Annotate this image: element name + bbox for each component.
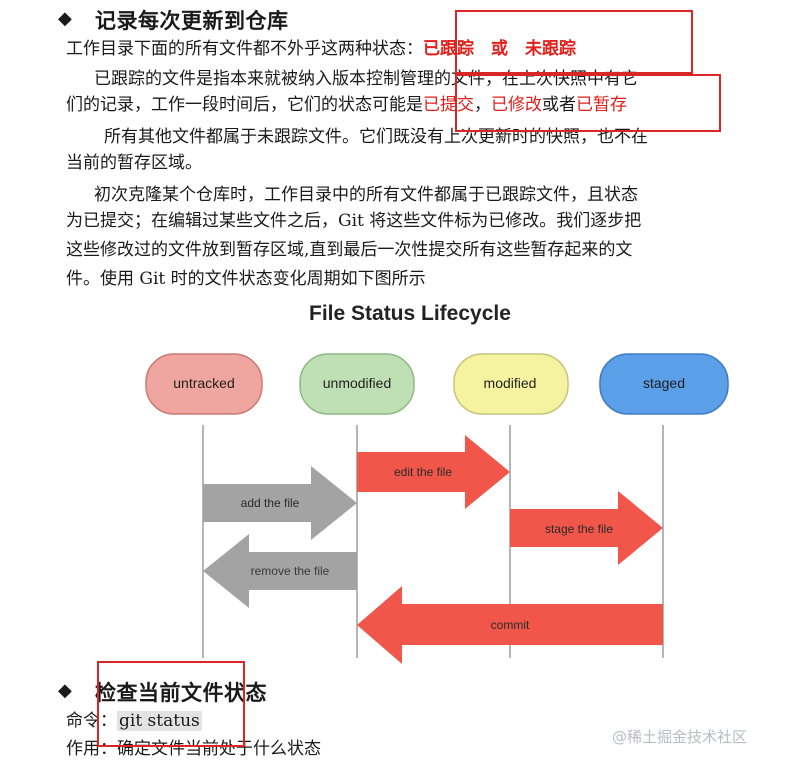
section-title: 记录每次更新到仓库 (95, 8, 289, 33)
paragraph-untracked-line2: 当前的暂存区域。 (66, 153, 202, 173)
arrow-stage-label: stage the file (545, 522, 613, 536)
section-bullet: ◆ (58, 8, 72, 29)
state-modified: modified (453, 353, 569, 415)
purpose-text: 确定文件当前处于什么状态 (117, 739, 321, 759)
state-modified: 已修改 (491, 95, 542, 115)
paragraph-clone-line4: 件。使用 Git 时的文件状态变化周期如下图所示 (66, 269, 426, 289)
state-untracked: untracked (145, 353, 263, 415)
command-label: 命令： (66, 711, 117, 731)
arrow-remove-label: remove the file (251, 564, 330, 578)
paragraph-untracked-line1: 所有其他文件都属于未跟踪文件。它们既没有上次更新时的快照，也不在 (104, 127, 648, 147)
annotation-box-tracked (455, 10, 693, 74)
state-staged: staged (599, 353, 729, 415)
arrow-add-label: add the file (241, 496, 300, 510)
purpose-label: 作用： (66, 739, 117, 759)
paragraph-clone-line3: 这些修改过的文件放到暂存区域,直到最后一次性提交所有这些暂存起来的文 (66, 240, 633, 260)
arrow-remove-the-file: remove the file (203, 534, 357, 608)
arrow-commit-label: commit (491, 618, 530, 632)
or-word: 或者 (542, 95, 576, 115)
state-unmodified-label: unmodified (323, 375, 392, 391)
watermark: @稀土掘金技术社区 (612, 728, 748, 746)
tracked-untracked-highlight: 已跟踪 或 未跟踪 (423, 39, 576, 59)
command-line: 命令：git status (66, 708, 202, 734)
state-staged-label: staged (643, 375, 685, 391)
arrow-edit-the-file: edit the file (357, 435, 510, 509)
state-unmodified: unmodified (299, 353, 415, 415)
paragraph-text: 工作目录下面的所有文件都不外乎这两种状态： (66, 39, 423, 59)
paragraph-states: 工作目录下面的所有文件都不外乎这两种状态：已跟踪 或 未跟踪 (66, 36, 576, 62)
paragraph-clone-line2: 为已提交；在编辑过某些文件之后，Git 将这些文件标为已修改。我们逐步把 (66, 211, 642, 231)
state-modified-label: modified (484, 375, 537, 391)
section-title: 检查当前文件状态 (95, 680, 267, 705)
arrow-edit-label: edit the file (394, 465, 452, 479)
state-untracked-label: untracked (173, 375, 234, 391)
separator: ， (474, 95, 491, 115)
state-committed: 已提交 (423, 95, 474, 115)
file-status-diagram: untracked unmodified modified staged edi… (145, 353, 729, 664)
section-bullet: ◆ (58, 680, 72, 701)
command-code: git status (117, 711, 202, 731)
purpose-line: 作用：确定文件当前处于什么状态 (66, 736, 321, 762)
paragraph-tracked-line2: 们的记录，工作一段时间后，它们的状态可能是已提交，已修改或者已暂存 (66, 92, 627, 118)
arrow-commit: commit (357, 586, 663, 664)
arrow-stage-the-file: stage the file (510, 491, 663, 565)
paragraph-text: 们的记录，工作一段时间后，它们的状态可能是 (66, 95, 423, 115)
annotation-box-states (455, 74, 721, 132)
diagram-title: File Status Lifecycle (309, 302, 511, 325)
state-staged: 已暂存 (576, 95, 627, 115)
annotation-box-command (97, 661, 245, 747)
paragraph-clone-line1: 初次克隆某个仓库时，工作目录中的所有文件都属于已跟踪文件，且状态 (94, 185, 638, 205)
arrow-add-the-file: add the file (203, 466, 357, 540)
